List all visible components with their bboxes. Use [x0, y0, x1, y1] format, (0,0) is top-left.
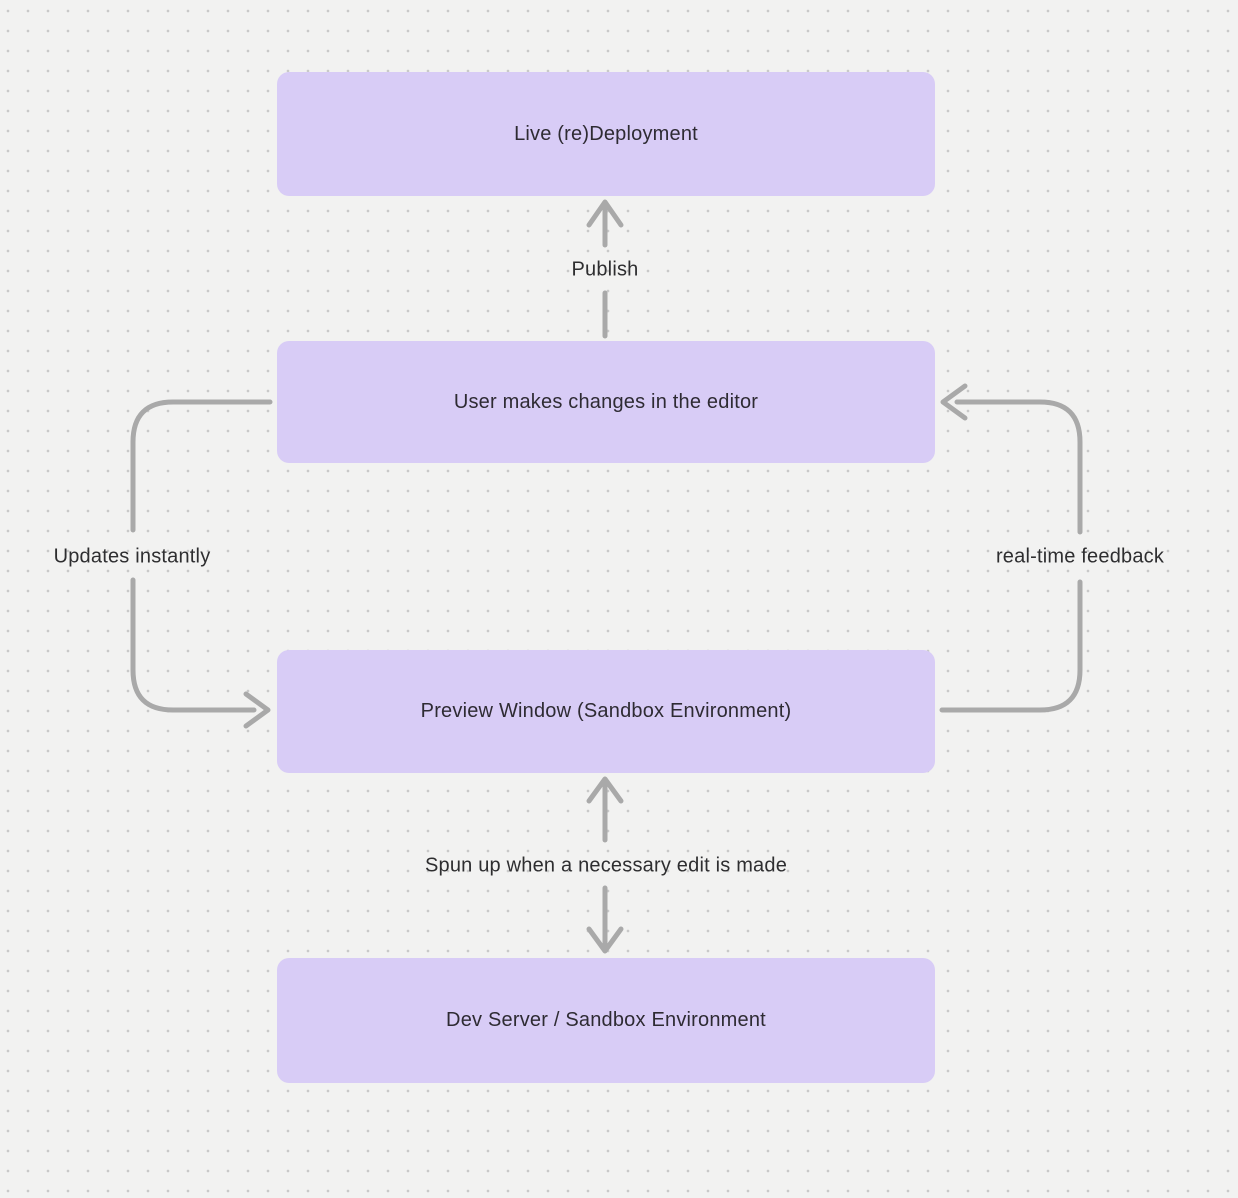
node-live-redeployment-label: Live (re)Deployment [514, 122, 698, 145]
node-dev-server: Dev Server / Sandbox Environment [277, 958, 935, 1083]
node-live-redeployment: Live (re)Deployment [277, 72, 935, 196]
node-preview-window-label: Preview Window (Sandbox Environment) [420, 700, 792, 722]
edge-updates-instantly-label: Updates instantly [53, 545, 211, 568]
node-user-editor: User makes changes in the editor [277, 341, 935, 463]
edge-publish-label: Publish [571, 258, 639, 281]
edge-spun-up-label: Spun up when a necessary edit is made [424, 854, 788, 877]
edge-real-time-feedback-label: real-time feedback [995, 545, 1165, 568]
node-preview-window: Preview Window (Sandbox Environment) [277, 650, 935, 773]
node-dev-server-label: Dev Server / Sandbox Environment [446, 1009, 766, 1031]
node-user-editor-label: User makes changes in the editor [453, 390, 759, 413]
